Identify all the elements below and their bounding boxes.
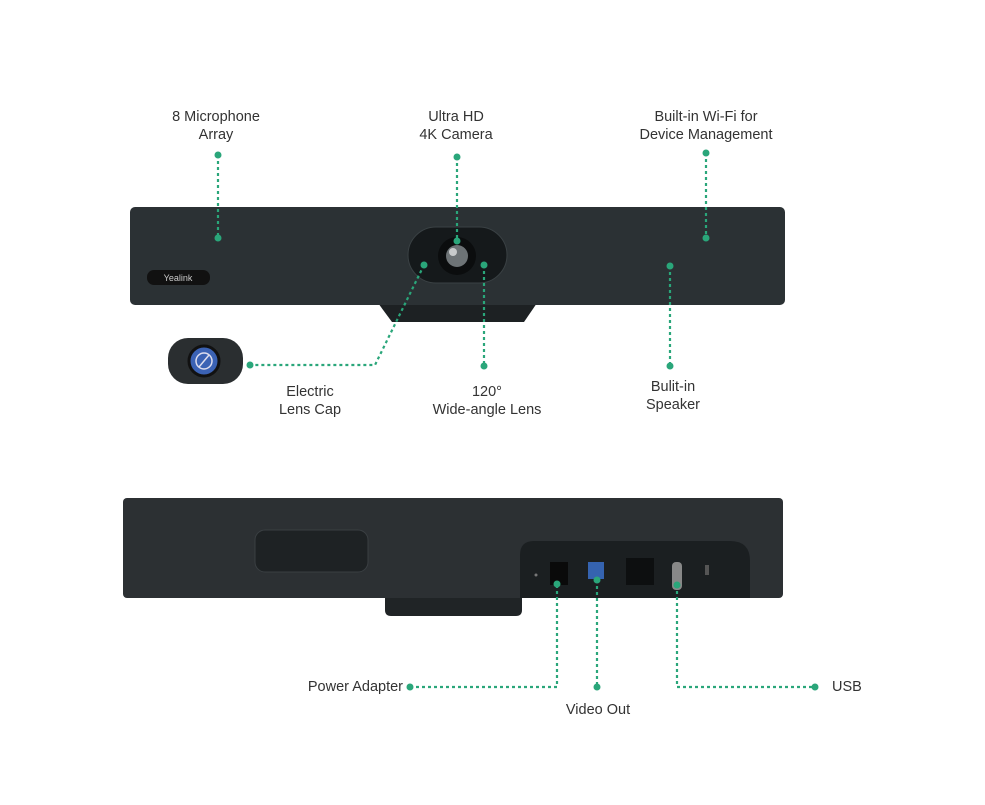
rear-device	[123, 498, 783, 616]
label-power-adapter: Power Adapter	[308, 678, 403, 696]
power-port	[550, 562, 568, 585]
front-device: Yealink	[130, 207, 785, 322]
label-wifi: Built-in Wi-Fi for Device Management	[640, 108, 773, 144]
label-usb: USB	[832, 678, 862, 696]
label-line: 8 Microphone	[172, 109, 260, 125]
ethernet-port	[626, 558, 654, 585]
label-line: Video Out	[565, 702, 631, 718]
label-line: 4K Camera	[419, 127, 493, 143]
label-line: Built-in Wi-Fi for	[654, 109, 758, 125]
label-line: USB	[832, 679, 862, 695]
label-line: Ultra HD	[428, 109, 484, 125]
label-wide-angle: 120° Wide-angle Lens	[433, 383, 542, 419]
lens-cap-device	[168, 338, 243, 384]
label-line: Electric	[286, 384, 334, 400]
label-camera: Ultra HD 4K Camera	[419, 108, 492, 144]
label-line: Power Adapter	[307, 679, 403, 695]
label-line: Speaker	[645, 397, 701, 413]
logo-text: Yealink	[164, 273, 193, 283]
label-line: Lens Cap	[278, 402, 342, 418]
label-lens-cap: Electric Lens Cap	[279, 383, 341, 419]
callout-lines	[216, 153, 815, 689]
label-line: Device Management	[639, 127, 773, 143]
label-line: 120°	[471, 384, 502, 400]
video-out-port	[588, 562, 604, 579]
label-video-out: Video Out	[566, 701, 630, 719]
yealink-logo	[147, 270, 210, 285]
label-microphone-array: 8 Microphone Array	[172, 108, 260, 144]
label-line: Wide-angle Lens	[432, 402, 542, 418]
callout-dots	[214, 149, 819, 691]
label-line: Array	[198, 127, 234, 143]
label-line: Bulit-in	[650, 379, 696, 395]
label-speaker: Bulit-in Speaker	[646, 378, 700, 414]
